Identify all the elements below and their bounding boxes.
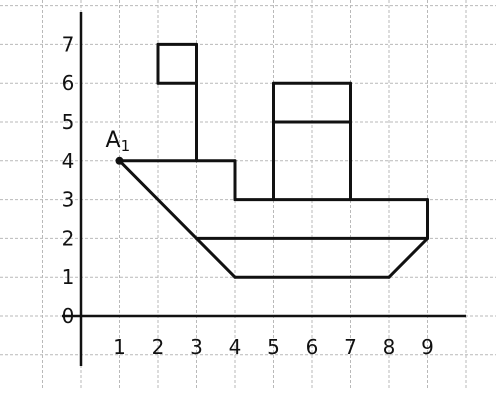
hull-bow-lower: [197, 238, 236, 277]
hull-stern-slope: [389, 238, 428, 277]
x-tick-label: 6: [306, 335, 319, 359]
y-tick-label: 0: [62, 304, 75, 328]
y-tick-label: 4: [62, 149, 75, 173]
y-tick-label: 7: [62, 32, 75, 56]
x-tick-label: 2: [152, 335, 165, 359]
x-tick-label: 3: [190, 335, 203, 359]
point-subscript: 1: [121, 137, 131, 155]
x-tick-label: 1: [113, 335, 126, 359]
x-tick-label: 8: [383, 335, 396, 359]
y-tick-label: 6: [62, 71, 75, 95]
x-tick-label: 9: [421, 335, 434, 359]
y-tick-label: 1: [62, 265, 75, 289]
tick-labels: 1 2 3 4 5 6 7 8 9 0 1 2 3 4 5 6 7: [62, 32, 434, 359]
point-a1-label: A1: [106, 128, 131, 155]
x-tick-label: 7: [344, 335, 357, 359]
y-tick-label: 5: [62, 110, 75, 134]
y-tick-label: 2: [62, 226, 75, 250]
point-letter: A: [106, 128, 121, 153]
x-tick-label: 5: [267, 335, 280, 359]
axes: [62, 12, 466, 366]
point-a1-dot: [116, 157, 124, 165]
y-tick-label: 3: [62, 188, 75, 212]
x-tick-label: 4: [229, 335, 242, 359]
